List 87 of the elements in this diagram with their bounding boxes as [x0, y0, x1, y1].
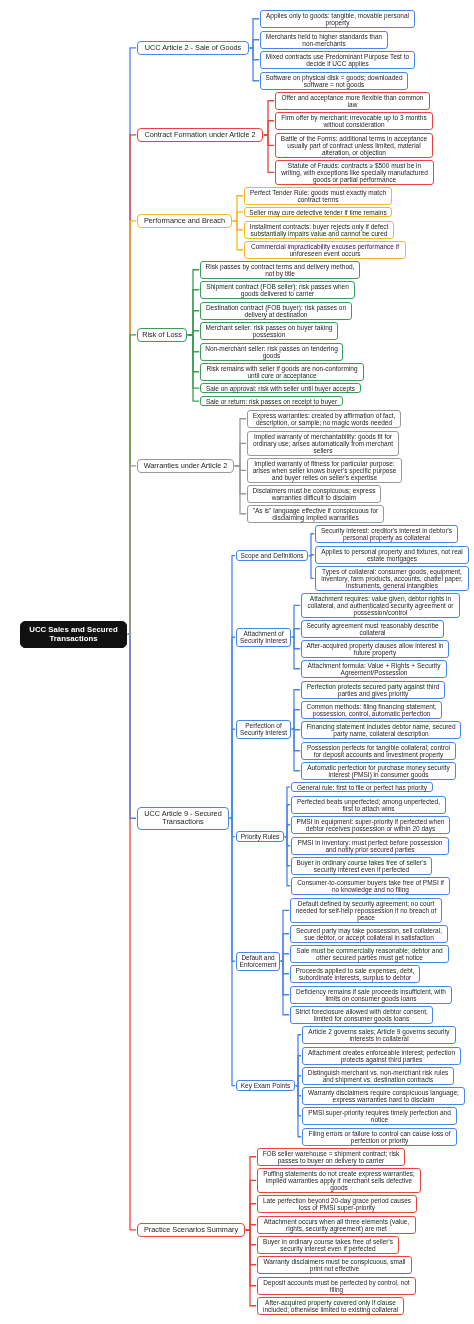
detail-box	[247, 505, 384, 523]
connector-line	[249, 39, 260, 49]
connector-line	[295, 1085, 302, 1097]
detail-box	[257, 1236, 399, 1254]
branch-topic-box	[137, 459, 234, 473]
connector-line	[291, 728, 301, 752]
connector-line	[249, 47, 260, 61]
detail-box	[257, 1216, 416, 1234]
connector-line	[232, 211, 244, 222]
detail-box	[301, 640, 449, 658]
detail-box	[301, 701, 442, 719]
detail-box	[290, 1006, 433, 1024]
connector-line	[308, 533, 315, 557]
connector-line	[263, 134, 275, 147]
connector-line	[308, 555, 315, 580]
detail-box	[302, 1087, 465, 1105]
connector-line	[280, 953, 290, 962]
detail-box	[291, 857, 432, 875]
detail-box	[301, 742, 456, 760]
detail-box	[257, 1148, 405, 1166]
detail-box	[275, 112, 433, 130]
detail-box	[291, 796, 446, 814]
connector-line	[229, 728, 236, 819]
detail-box	[301, 762, 456, 780]
detail-box	[291, 782, 433, 793]
detail-box	[260, 72, 408, 90]
connector-line	[308, 554, 315, 557]
connector-line	[187, 330, 200, 336]
connector-line	[284, 824, 291, 838]
connector-line	[245, 1224, 257, 1231]
detail-box	[200, 343, 343, 361]
detail-box	[244, 241, 406, 259]
detail-box	[200, 322, 338, 340]
detail-box	[257, 1297, 404, 1315]
detail-box	[302, 1047, 461, 1065]
detail-box	[244, 187, 392, 205]
connector-line	[127, 633, 137, 819]
branch-topic-box	[137, 41, 249, 55]
detail-box	[291, 877, 450, 895]
detail-box	[257, 1277, 416, 1295]
detail-box	[315, 525, 458, 543]
detail-box	[200, 383, 361, 394]
branch-topic-box	[137, 1223, 245, 1237]
connector-line	[234, 465, 247, 472]
detail-box	[302, 1128, 457, 1146]
detail-box	[244, 221, 394, 239]
detail-box	[257, 1195, 417, 1213]
detail-box	[302, 1067, 454, 1085]
detail-box	[302, 1026, 456, 1044]
detail-box	[200, 302, 352, 320]
detail-box	[315, 546, 469, 564]
detail-box	[244, 207, 392, 218]
detail-box	[200, 396, 343, 407]
detail-box	[247, 485, 381, 503]
detail-box	[291, 816, 450, 834]
detail-box	[247, 410, 401, 428]
branch-topic-box	[137, 807, 229, 830]
detail-box	[200, 281, 355, 299]
connector-line	[295, 1075, 302, 1087]
detail-box	[290, 986, 452, 1004]
connector-line	[229, 817, 236, 838]
detail-box	[275, 92, 430, 110]
detail-box	[291, 837, 449, 855]
central-topic-box	[20, 621, 127, 648]
detail-box	[290, 925, 448, 943]
branch-topic-box	[137, 128, 263, 142]
branch-topic-box	[137, 328, 187, 342]
detail-box	[290, 945, 449, 963]
detail-box	[260, 51, 415, 69]
detail-box	[301, 681, 445, 699]
detail-box	[301, 721, 461, 739]
connector-line	[291, 628, 301, 638]
connector-line	[280, 960, 290, 975]
connector-line	[127, 465, 137, 635]
detail-box	[200, 261, 360, 279]
connector-line	[284, 836, 291, 847]
detail-box	[302, 1107, 457, 1125]
branch-topic-box	[137, 214, 232, 228]
detail-box	[200, 363, 364, 381]
detail-box	[257, 1256, 412, 1274]
connector-line	[291, 636, 301, 650]
detail-box	[301, 660, 447, 678]
detail-box	[260, 10, 415, 28]
detail-box	[301, 620, 444, 638]
connector-line	[291, 709, 301, 730]
detail-box	[260, 31, 388, 49]
detail-box	[290, 965, 420, 983]
